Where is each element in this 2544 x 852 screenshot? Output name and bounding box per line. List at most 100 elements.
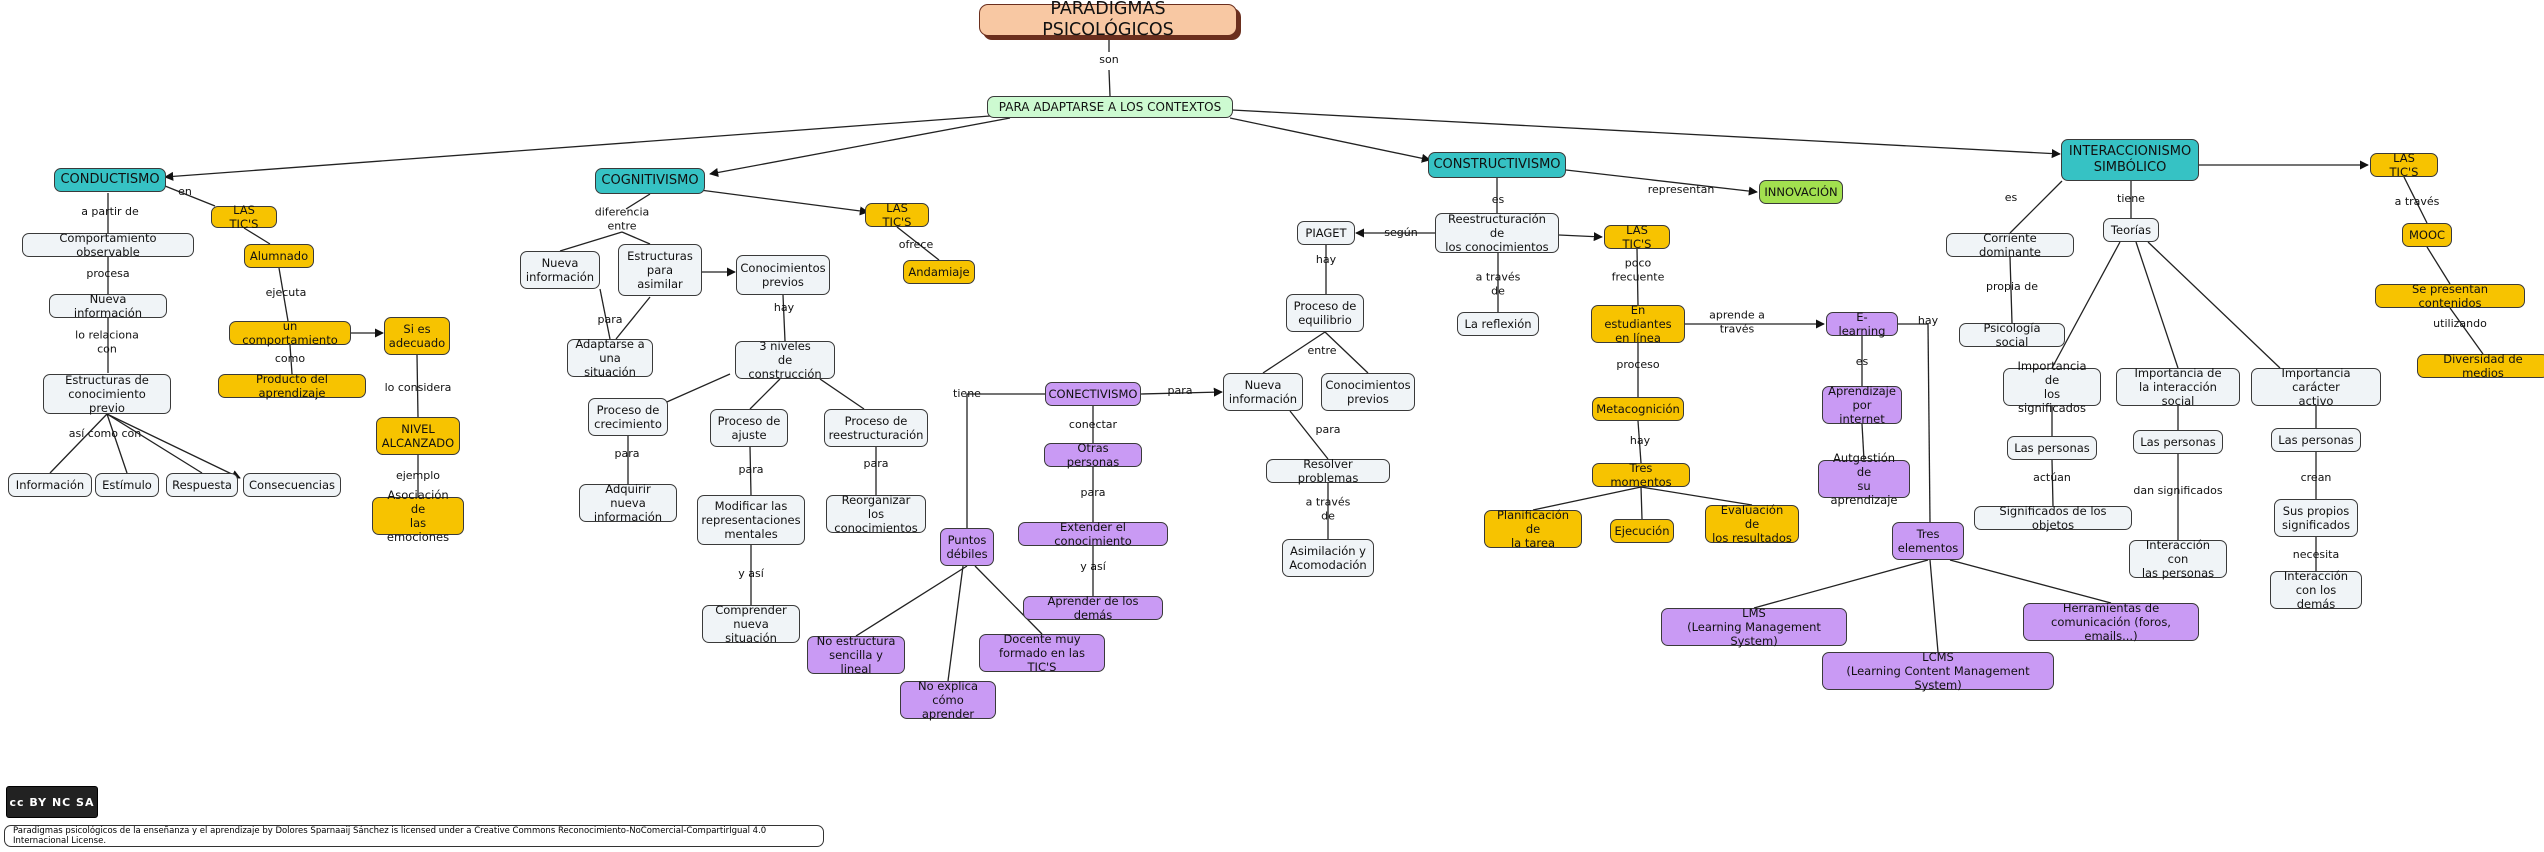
node-piaget[interactable]: PIAGET	[1297, 221, 1355, 245]
node-consecuencias[interactable]: Consecuencias	[243, 473, 341, 497]
connector	[2147, 241, 2281, 369]
node-aprender-demas[interactable]: Aprender de los demás	[1023, 594, 1163, 622]
node-teorias[interactable]: Teorías	[2103, 218, 2159, 242]
node-si-es-adecuado[interactable]: Si es adecuado	[384, 317, 450, 355]
node-las-personas-1[interactable]: Las personas	[2007, 436, 2097, 460]
node-proceso-reestructuracion[interactable]: Proceso de reestructuración	[824, 409, 928, 447]
node-no-explica[interactable]: No explica cómo aprender	[900, 679, 996, 721]
node-proceso-equilibrio[interactable]: Proceso de equilibrio	[1286, 294, 1364, 332]
node-las-personas-3[interactable]: Las personas	[2271, 428, 2361, 452]
node-otras-personas[interactable]: Otras personas	[1044, 441, 1142, 469]
node-constructivismo[interactable]: CONSTRUCTIVISMO	[1428, 152, 1566, 178]
node-adaptarse[interactable]: PARA ADAPTARSE A LOS CONTEXTOS	[987, 96, 1233, 118]
node-nivel-alcanzado[interactable]: NIVEL ALCANZADO	[376, 417, 460, 455]
node-importancia-significados[interactable]: Importancia de los significados	[2003, 359, 2101, 415]
label-cog-y-asi: y así	[738, 567, 764, 581]
connector	[2403, 176, 2428, 224]
node-cons-nueva-informacion[interactable]: Nueva información	[1223, 373, 1303, 411]
node-cog-conocimientos-previos[interactable]: Conocimientos previos	[736, 255, 830, 295]
node-tres-momentos[interactable]: Tres momentos	[1592, 461, 1690, 489]
node-importancia-interaccion[interactable]: Importancia de la interacción social	[2116, 366, 2240, 408]
node-tres-elementos[interactable]: Tres elementos	[1892, 522, 1964, 560]
node-producto-aprendizaje[interactable]: Producto del aprendizaje	[218, 372, 366, 400]
node-reorganizar-conocimientos[interactable]: Reorganizar los conocimientos	[826, 493, 926, 535]
node-cognitivismo[interactable]: COGNITIVISMO	[595, 168, 705, 194]
node-asociacion-emociones[interactable]: Asociación de las emociones	[372, 488, 464, 544]
node-corriente-dominante[interactable]: Corriente dominante	[1946, 231, 2074, 259]
connector	[1929, 559, 1939, 653]
node-estructuras-conocimiento[interactable]: Estructuras de conocimiento previo	[43, 373, 171, 415]
node-propios-significados[interactable]: Sus propios significados	[2274, 499, 2358, 537]
node-metacognicion[interactable]: Metacognición	[1592, 397, 1684, 421]
node-informacion[interactable]: Información	[8, 473, 92, 497]
node-aprendizaje-internet[interactable]: Aprendizaje por internet	[1822, 384, 1902, 426]
node-conductismo[interactable]: CONDUCTISMO	[54, 168, 166, 192]
node-planificacion-tarea[interactable]: Planificación de la tarea	[1484, 508, 1582, 550]
node-proceso-crecimiento[interactable]: Proceso de crecimiento	[588, 398, 668, 436]
connector	[278, 267, 289, 322]
creative-commons-badge[interactable]: cc BY NC SA	[6, 786, 98, 818]
node-herramientas-comunicacion[interactable]: Herramientas de comunicación (foros, ema…	[2023, 601, 2199, 643]
node-andamiaje[interactable]: Andamiaje	[903, 260, 975, 284]
node-autogestion[interactable]: Autgestión de su aprendizaje	[1818, 451, 1910, 507]
node-estructuras-asimilar[interactable]: Estructuras para asimilar	[618, 244, 702, 296]
label-representan: representan	[1647, 183, 1715, 197]
connector	[1636, 248, 1639, 306]
node-asimilacion-acomodacion[interactable]: Asimilación y Acomodación	[1282, 539, 1374, 577]
map-title[interactable]: PARADIGMAS PSICOLÓGICOS	[979, 0, 1237, 40]
node-comportamiento-observable[interactable]: Comportamiento observable	[22, 231, 194, 259]
node-conductismo-tics[interactable]: LAS TIC'S	[211, 203, 277, 231]
node-importancia-caracter[interactable]: Importancia carácter activo	[2251, 366, 2381, 408]
node-interaccionismo-tics[interactable]: LAS TIC'S	[2370, 151, 2438, 179]
node-e-learning[interactable]: E-learning	[1826, 310, 1898, 338]
node-psicologia-social[interactable]: Psicología social	[1959, 321, 2065, 349]
node-resolver-problemas[interactable]: Resolver problemas	[1266, 457, 1390, 485]
node-cog-nueva-informacion[interactable]: Nueva información	[520, 251, 600, 289]
node-comprender-situacion[interactable]: Comprender nueva situación	[702, 603, 800, 645]
node-cognitivismo-tics[interactable]: LAS TIC'S	[865, 201, 929, 229]
connector	[947, 565, 964, 682]
node-proceso-ajuste[interactable]: Proceso de ajuste	[710, 409, 788, 447]
node-presentan-contenidos[interactable]: Se presentan contenidos	[2375, 282, 2525, 310]
node-tres-niveles[interactable]: 3 niveles de construcción	[735, 339, 835, 381]
node-constructivismo-tics[interactable]: LAS TIC'S	[1604, 223, 1670, 251]
connector	[1289, 410, 1329, 460]
license-text[interactable]: Paradigmas psicológicos de la enseñanza …	[4, 825, 824, 847]
label-cons-es2: es	[1855, 355, 1869, 369]
node-conectivismo[interactable]: CONECTIVISMO	[1045, 382, 1141, 406]
node-interaccionismo[interactable]: INTERACCIONISMO SIMBÓLICO	[2061, 139, 2199, 181]
label-cog-hay: hay	[773, 301, 795, 315]
node-estudiantes-linea[interactable]: En estudiantes en línea	[1591, 303, 1685, 345]
node-estimulo[interactable]: Estímulo	[95, 473, 159, 497]
connector	[709, 117, 1011, 177]
node-diversidad-medios[interactable]: Diversidad de medios	[2417, 352, 2544, 380]
node-evaluacion-resultados[interactable]: Evaluación de los resultados	[1705, 503, 1799, 545]
node-extender-conocimiento[interactable]: Extender el conocimiento	[1018, 520, 1168, 548]
node-innovacion[interactable]: INNOVACIÓN	[1759, 180, 1843, 204]
node-interaccion-personas[interactable]: Interacción con las personas	[2129, 538, 2227, 580]
node-adquirir-informacion[interactable]: Adquirir nueva información	[579, 482, 677, 524]
connector	[615, 296, 651, 340]
node-significados-objetos[interactable]: Significados de los objetos	[1974, 504, 2132, 532]
node-ejecucion[interactable]: Ejecución	[1610, 519, 1674, 543]
node-modificar-representaciones[interactable]: Modificar las representaciones mentales	[697, 495, 805, 545]
node-docente-formado[interactable]: Docente muy formado en las TIC'S	[979, 632, 1105, 674]
node-respuesta[interactable]: Respuesta	[166, 473, 238, 497]
node-un-comportamiento[interactable]: un comportamiento	[229, 319, 351, 347]
node-lcms[interactable]: LCMS (Learning Content Management System…	[1822, 650, 2054, 692]
node-no-estructura[interactable]: No estructura sencilla y lineal	[807, 634, 905, 676]
label-diferencia-entre: diferencia entre	[594, 205, 650, 232]
node-mooc[interactable]: MOOC	[2402, 223, 2452, 247]
label-cons-hay: hay	[1315, 253, 1337, 267]
node-reestructuracion-conocimientos[interactable]: Reestructuración de los conocimientos	[1435, 212, 1559, 254]
node-adaptarse-situacion[interactable]: Adaptarse a una situación	[567, 337, 653, 379]
node-alumnado[interactable]: Alumnado	[244, 244, 314, 268]
node-la-reflexion[interactable]: La reflexión	[1457, 312, 1539, 336]
label-necesita: necesita	[2292, 548, 2340, 562]
node-las-personas-2[interactable]: Las personas	[2133, 430, 2223, 454]
node-lms[interactable]: LMS (Learning Management System)	[1661, 606, 1847, 648]
node-nueva-informacion[interactable]: Nueva información	[49, 292, 167, 320]
node-interaccion-demas[interactable]: Interacción con los demás	[2270, 569, 2362, 611]
node-puntos-debiles[interactable]: Puntos débiles	[940, 528, 994, 566]
node-cons-conocimientos-previos[interactable]: Conocimientos previos	[1321, 373, 1415, 411]
